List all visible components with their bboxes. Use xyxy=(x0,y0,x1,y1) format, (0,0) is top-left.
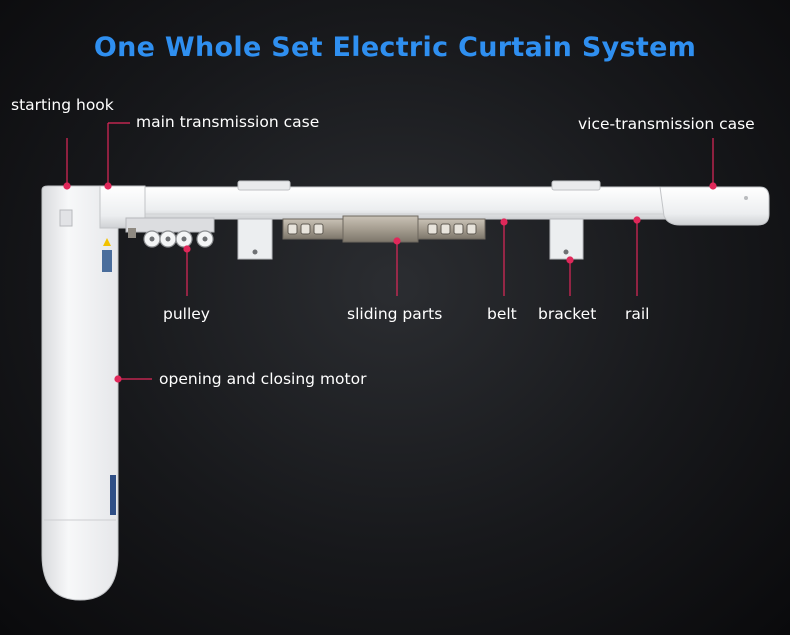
callout-main-transmission-case xyxy=(104,122,130,190)
label-main-transmission-case: main transmission case xyxy=(136,113,320,131)
label-motor: opening and closing motor xyxy=(159,370,367,388)
label-belt: belt xyxy=(487,305,517,323)
callout-motor xyxy=(114,375,152,383)
mounting-clip-left xyxy=(237,180,291,191)
vice-transmission-case-shape xyxy=(659,186,770,226)
mounting-clip-right xyxy=(551,180,601,191)
label-sliding-parts: sliding parts xyxy=(347,305,443,323)
label-vice-transmission-case: vice-transmission case xyxy=(578,115,755,133)
callout-pulley xyxy=(183,245,191,296)
callout-rail xyxy=(633,216,641,296)
label-starting-hook: starting hook xyxy=(11,96,114,114)
label-rail: rail xyxy=(625,305,650,323)
rail-shape xyxy=(104,186,671,220)
callout-vice-transmission-case xyxy=(709,138,717,190)
bracket-right-shape xyxy=(549,218,584,260)
label-pulley: pulley xyxy=(163,305,210,323)
callout-sliding-parts xyxy=(393,237,401,296)
main-transmission-case-shape xyxy=(99,185,146,229)
diagram-title: One Whole Set Electric Curtain System xyxy=(93,32,697,63)
sliding-parts-shape xyxy=(282,215,486,243)
bracket-left-shape xyxy=(237,218,273,260)
callout-bracket xyxy=(566,256,574,296)
callout-belt xyxy=(500,218,508,296)
pulley-group xyxy=(125,217,215,248)
callout-starting-hook xyxy=(63,138,71,190)
label-bracket: bracket xyxy=(538,305,597,323)
motor-shape xyxy=(41,185,119,601)
